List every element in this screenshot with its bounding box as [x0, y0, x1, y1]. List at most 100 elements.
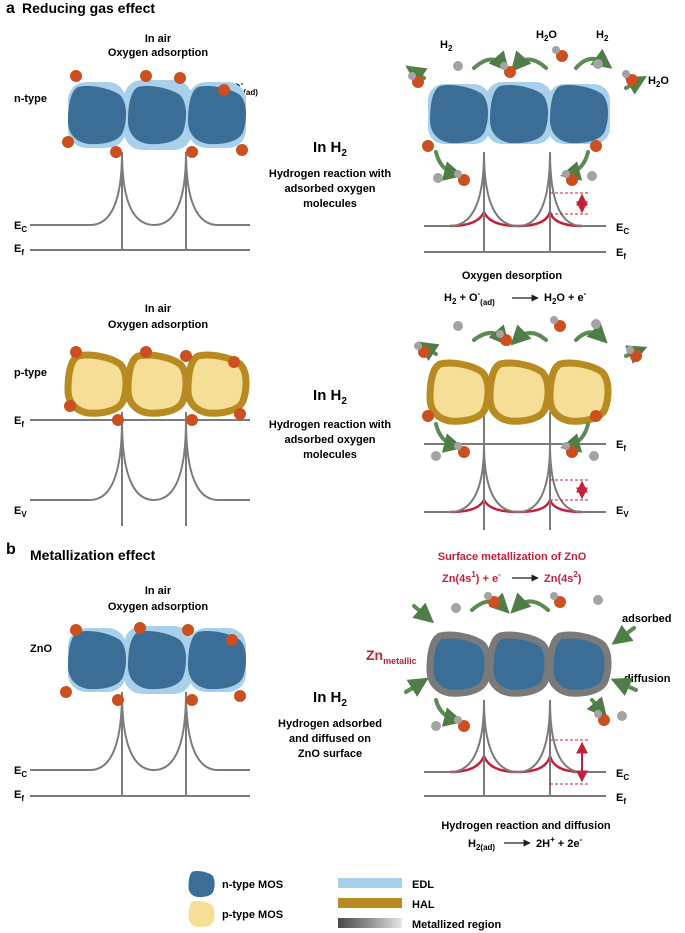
ntype-air-group: In air Oxygen adsorption n-type O-(ad) E… [14, 33, 258, 257]
hydrogen-atom [594, 710, 602, 718]
diffusion-label: diffusion [624, 673, 671, 685]
ef-label: Ef [616, 439, 626, 453]
ev-label: EV [616, 505, 629, 519]
oxygen-atom [182, 624, 194, 636]
oxygen-atom [112, 414, 124, 426]
oxygen-atom [418, 346, 430, 358]
ntype-h2-group: H2 H2O H2 H2O EC Ef [405, 29, 669, 261]
ptype-in-air-label: In air [145, 303, 172, 315]
oxygen-atom [70, 346, 82, 358]
oxygen-atom [112, 694, 124, 706]
ec-label: EC [616, 222, 629, 236]
oxygen-atom [180, 350, 192, 362]
ptype-h2-grains [430, 363, 608, 421]
reaction-diffusion-title: Hydrogen reaction and diffusion [441, 820, 611, 832]
ntype-type-label: n-type [14, 93, 47, 105]
oxygen-atom [422, 140, 434, 152]
oxygen-atom [458, 720, 470, 732]
hydrogen-atom [431, 721, 441, 731]
zno-h2-grains [430, 635, 608, 693]
caption-line: adsorbed oxygen [284, 183, 375, 195]
legend-metallized-swatch [338, 918, 402, 928]
svg-text:Zn(4s2): Zn(4s2) [544, 570, 582, 585]
metallized-grain [490, 635, 548, 693]
legend-ntype-swatch [188, 870, 215, 898]
metallized-grain [430, 635, 488, 693]
hydrogen-atom [587, 171, 597, 181]
oxygen-atom [110, 146, 122, 158]
oxygen-atom [630, 350, 642, 362]
ntype-h2-grains [428, 82, 610, 144]
hydrogen-atom [593, 59, 603, 69]
oxygen-atom [590, 410, 602, 422]
oxygen-atom [140, 346, 152, 358]
hydrogen-atom [589, 451, 599, 461]
ntype-grain-core [128, 630, 187, 690]
hydrogen-atom [451, 603, 461, 613]
ptype-grain [430, 363, 488, 421]
oxygen-atom [140, 70, 152, 82]
hydrogen-atom [593, 595, 603, 605]
ef-label: Ef [14, 243, 24, 257]
svg-text:H2 + O-(ad): H2 + O-(ad) [444, 289, 495, 307]
oxygen-atom [226, 634, 238, 646]
svg-text:Zn(4s1) + e-: Zn(4s1) + e- [442, 570, 501, 585]
legend-ntype-label: n-type MOS [222, 879, 283, 891]
panel-a-title: Reducing gas effect [22, 0, 155, 16]
molecules [431, 592, 627, 732]
oxygen-atom [60, 686, 72, 698]
metallized-grain [550, 635, 608, 693]
caption-line: and diffused on [289, 733, 371, 745]
hydrogen-atom [562, 442, 570, 450]
hydrogen-atom [550, 316, 558, 324]
hydrogen-atom [622, 70, 630, 78]
oxygen-atom [590, 140, 602, 152]
h2o-label: H2O [648, 75, 669, 89]
svg-text:H2(ad): H2(ad) [468, 838, 495, 852]
oxygen-atom [62, 136, 74, 148]
ntype-grain-core [128, 85, 187, 145]
oxygen-atom [234, 690, 246, 702]
hydrogen-atom [617, 711, 627, 721]
hydrogen-atom [454, 170, 462, 178]
zno-oxygen-adsorption-label: Oxygen adsorption [108, 601, 209, 613]
oxygen-atom [64, 400, 76, 412]
panel-b-letter: b [6, 541, 16, 558]
surface-metallization-title: Surface metallization of ZnO [438, 551, 587, 563]
ef-label: Ef [616, 792, 626, 806]
ntype-air-grains [68, 80, 247, 150]
hydrogen-atom [496, 330, 504, 338]
ptype-air-grains [68, 355, 246, 413]
oxygen-atom [134, 622, 146, 634]
caption-line: Hydrogen reaction with [269, 419, 392, 431]
zn-metallic-label: Znmetallic [366, 647, 417, 666]
oxygen-atom [554, 596, 566, 608]
ntype-grain-core [68, 85, 127, 145]
hydrogen-atom [408, 72, 416, 80]
oxygen-atom [566, 446, 578, 458]
oxygen-atom [488, 596, 500, 608]
zno-air-grains [68, 626, 247, 694]
caption-line: adsorbed oxygen [284, 434, 375, 446]
ptype-h2-caption: In H2 Hydrogen reaction with adsorbed ox… [269, 387, 392, 461]
zno-h2-group: Surface metallization of ZnO Zn(4s1) + e… [366, 551, 672, 806]
ec-label: EC [14, 765, 27, 779]
ptype-oxygen-adsorption-label: Oxygen adsorption [108, 319, 209, 331]
legend-metallized-label: Metallized region [412, 919, 502, 931]
oxygen-atom [218, 84, 230, 96]
zno-type-label: ZnO [30, 643, 52, 655]
ec-label: EC [616, 768, 629, 782]
oxygen-desorption-label: Oxygen desorption [462, 270, 563, 282]
ef-label: Ef [14, 415, 24, 429]
caption-line: molecules [303, 198, 357, 210]
hydrogen-atom [453, 321, 463, 331]
ef-label: Ef [616, 247, 626, 261]
caption-line: Hydrogen adsorbed [278, 718, 382, 730]
zno-air-band-diagram [30, 691, 250, 797]
legend-ptype-label: p-type MOS [222, 909, 283, 921]
zn-equation: Zn(4s1) + e- Zn(4s2) [442, 570, 582, 585]
adsorbed-oxygen-set [64, 346, 246, 426]
h2-label: H2 [596, 29, 609, 43]
hydrogen-atom [550, 592, 558, 600]
